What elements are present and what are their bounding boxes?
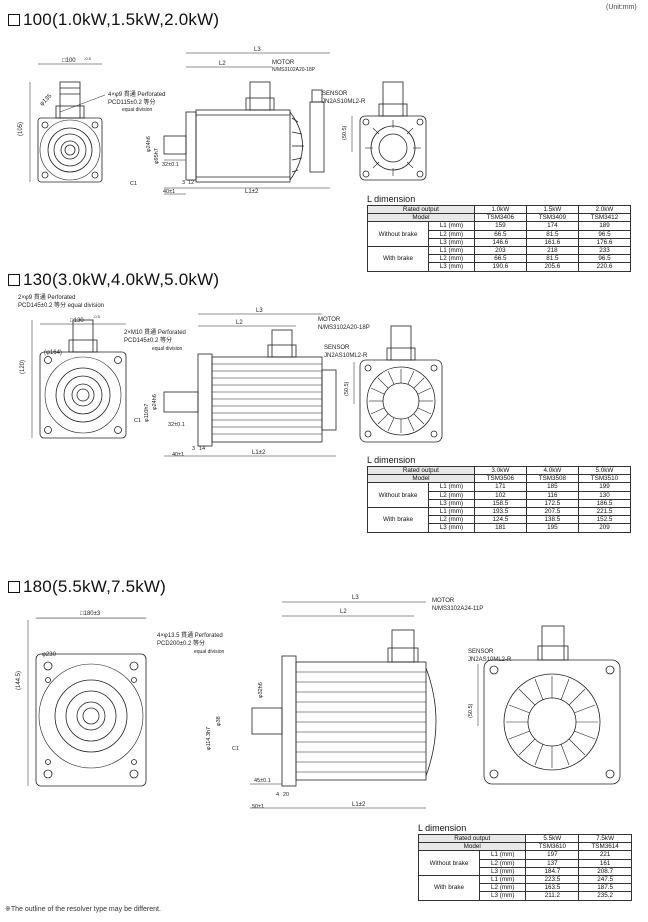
svg-text:3: 3 [182, 180, 185, 186]
svg-text:14: 14 [199, 446, 205, 452]
motor-label: MOTOR [318, 317, 341, 323]
motor-connector: N/MS3102A24-11P [432, 606, 483, 612]
holes-spec-2: 2×M10 貫通 Perforated [124, 328, 186, 336]
drawing-180: □180±3 4×φ13.5 貫通 Perforated PCD200±0.2 … [16, 595, 621, 810]
section-title-100: 100(1.0kW,1.5kW,2.0kW) [8, 10, 219, 30]
sensor-connector: JN2AS10ML2-R [468, 657, 512, 663]
pcd-spec-2: PCD145±0.2 等分 [124, 336, 172, 344]
dim-height: (120) [20, 360, 26, 374]
pcd-spec: PCD200±0.2 等分 [157, 639, 205, 647]
section-title-130: 130(3.0kW,4.0kW,5.0kW) [8, 270, 219, 290]
dim-flange: □100 [62, 58, 76, 64]
motor-connector: N/MS3102A20-18P [272, 67, 316, 73]
dim-l2: L2 [340, 609, 347, 615]
dim-l1: L1±2 [352, 802, 366, 808]
svg-text:32±0.1: 32±0.1 [162, 162, 179, 168]
sensor-connector: JN2AS10ML2-R [322, 99, 366, 105]
dim-l2: L2 [236, 320, 243, 326]
svg-text:20: 20 [283, 792, 289, 798]
dim-l1: L1±2 [245, 189, 259, 195]
svg-text:-0.5: -0.5 [93, 314, 101, 319]
svg-text:C1: C1 [232, 746, 239, 752]
svg-text:50±1: 50±1 [252, 804, 264, 810]
dim-height: (144.5) [16, 671, 22, 690]
square-symbol-icon [8, 274, 20, 286]
footnote: ※The outline of the resolver type may be… [5, 906, 161, 913]
svg-text:32±0.1: 32±0.1 [168, 422, 185, 428]
unit-note: (Unit:mm) [606, 4, 637, 11]
motor-label: MOTOR [432, 598, 455, 604]
drawing-100: □100 -0.5 4×φ9 貫通 Perforated PCD115±0.2 … [18, 47, 427, 195]
side-view-body [195, 109, 291, 183]
dim-flange: □180±3 [80, 611, 101, 617]
svg-text:φ24h6: φ24h6 [146, 136, 152, 152]
svg-text:12: 12 [188, 180, 194, 186]
dim-l2: L2 [219, 61, 226, 67]
dim-l3: L3 [256, 308, 263, 314]
dim-pilot: φ135 [39, 93, 54, 108]
holes-spec: 4×φ9 貫通 Perforated [108, 90, 165, 98]
sensor-label: SENSOR [324, 345, 350, 351]
sensor-connector: JN2AS10ML2-R [324, 353, 368, 359]
ldim-title-130: L dimension [367, 455, 416, 465]
dim-flange: □130 [70, 318, 84, 324]
svg-text:φ110h7: φ110h7 [144, 404, 150, 422]
dim-l3: L3 [254, 47, 261, 53]
holes-spec: 2×φ9 貫通 Perforated [18, 293, 75, 301]
svg-text:φ38: φ38 [216, 716, 222, 726]
svg-text:φ95h7: φ95h7 [154, 148, 160, 164]
svg-text:φ114.3h7: φ114.3h7 [206, 727, 212, 750]
svg-text:C1: C1 [130, 181, 137, 187]
svg-text:(50.5): (50.5) [342, 125, 348, 140]
dim-l1: L1±2 [252, 450, 266, 456]
section-title-180: 180(5.5kW,7.5kW) [8, 577, 166, 597]
pcd-spec: PCD145±0.2 等分 equal division [18, 301, 104, 309]
dim-height: (105) [18, 122, 24, 136]
svg-text:equal division: equal division [194, 649, 225, 655]
ldim-title-180: L dimension [418, 823, 467, 833]
drawing-130: 2×φ9 貫通 Perforated PCD145±0.2 等分 equal d… [18, 293, 443, 458]
svg-text:40±1: 40±1 [163, 189, 175, 195]
svg-text:4: 4 [276, 792, 279, 798]
sensor-label: SENSOR [468, 649, 494, 655]
svg-text:45±0.1: 45±0.1 [254, 778, 271, 784]
motor-label: MOTOR [272, 60, 295, 66]
sensor-label: SENSOR [322, 91, 348, 97]
svg-text:C1: C1 [134, 418, 141, 424]
svg-text:-0.5: -0.5 [84, 56, 92, 61]
square-symbol-icon [8, 14, 20, 26]
svg-text:equal division: equal division [122, 107, 153, 113]
dim-pilot: (φ164) [44, 350, 62, 356]
motor-connector: N/MS3102A20-18P [318, 325, 370, 331]
ldim-title-100: L dimension [367, 194, 416, 204]
svg-text:φ32h6: φ32h6 [258, 682, 264, 698]
svg-text:(50.5): (50.5) [468, 703, 474, 718]
svg-text:φ24h6: φ24h6 [152, 394, 158, 410]
holes-spec: 4×φ13.5 貫通 Perforated [157, 631, 223, 639]
svg-text:40±1: 40±1 [172, 452, 184, 458]
svg-text:equal division: equal division [152, 346, 183, 352]
svg-text:(50.5): (50.5) [344, 381, 350, 396]
svg-text:3: 3 [192, 446, 195, 452]
dim-l3: L3 [352, 595, 359, 601]
pcd-spec: PCD115±0.2 等分 [108, 98, 156, 106]
dim-pilot: φ230 [42, 652, 57, 658]
square-symbol-icon [8, 581, 20, 593]
